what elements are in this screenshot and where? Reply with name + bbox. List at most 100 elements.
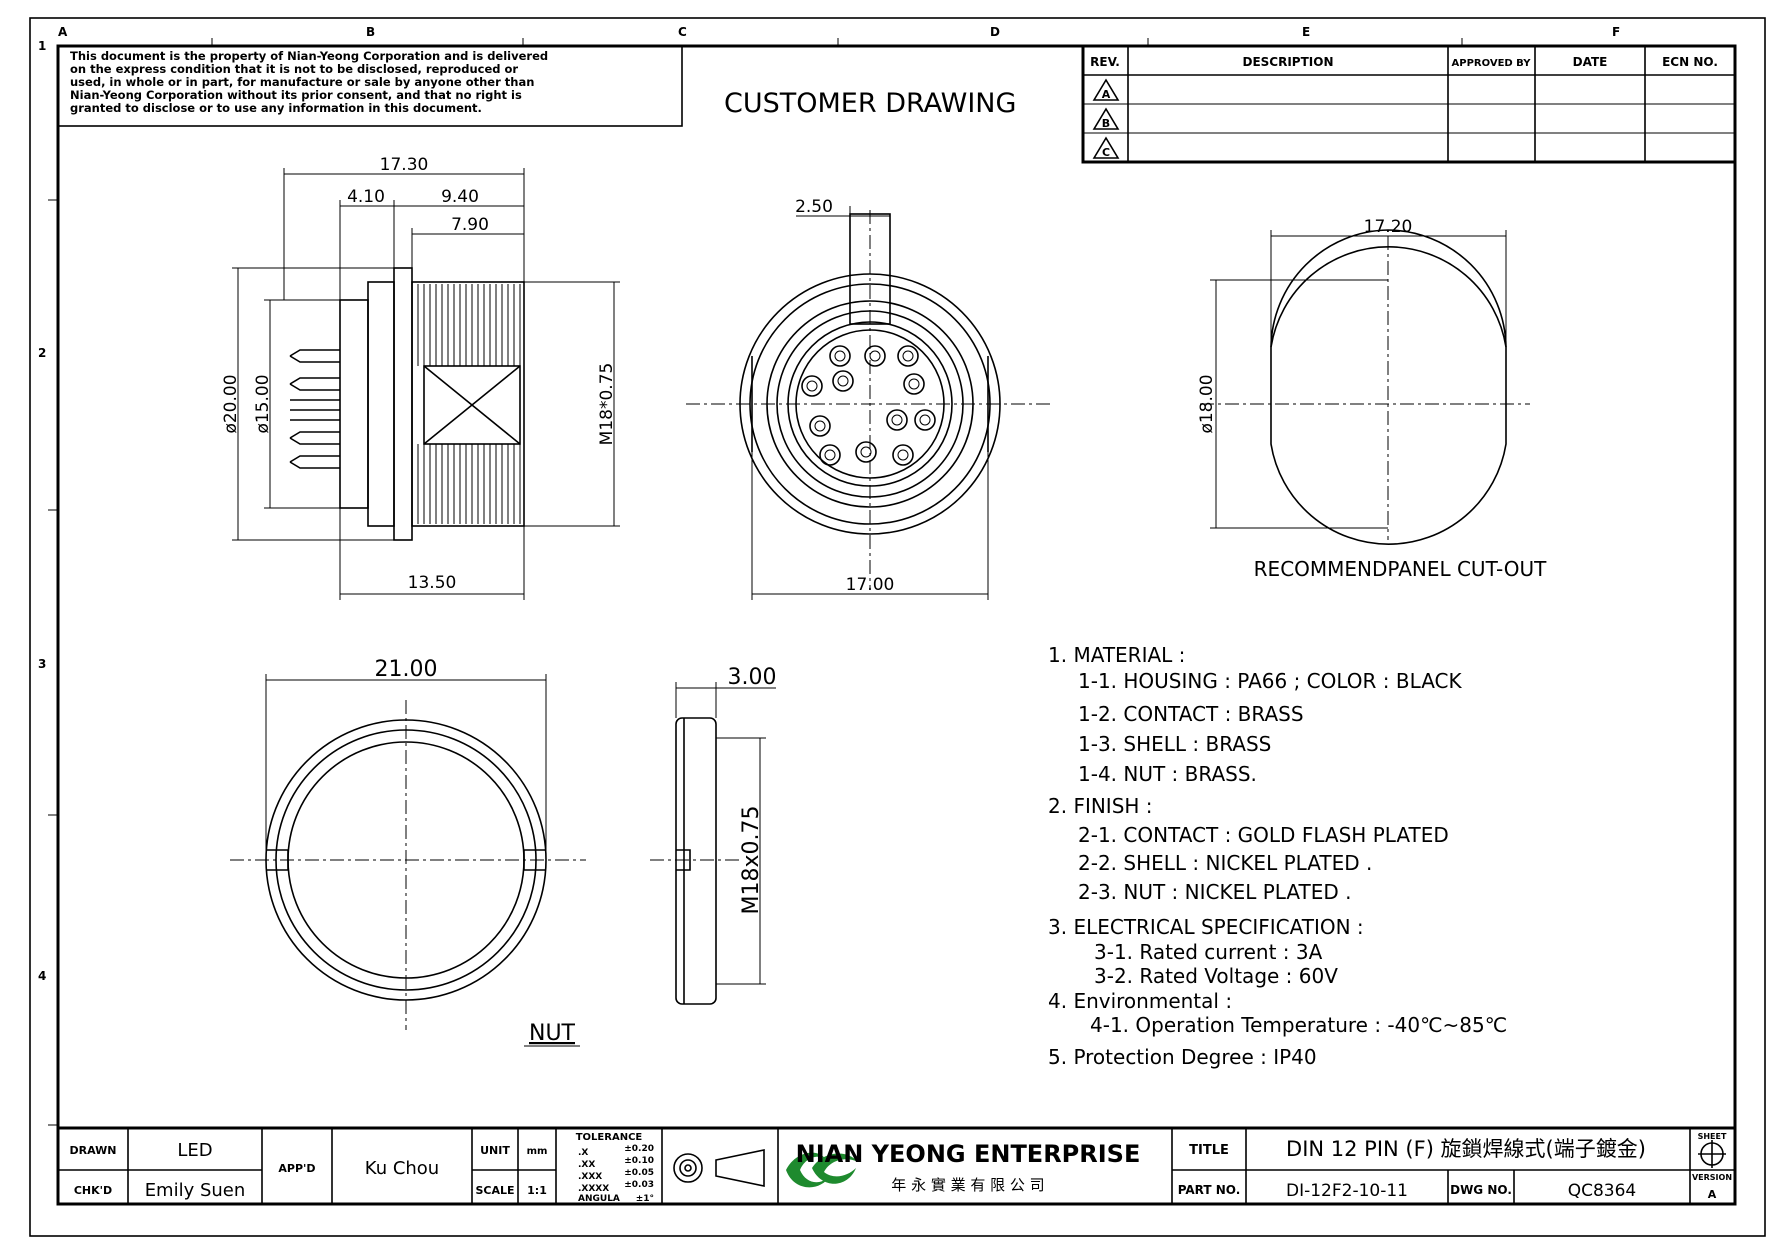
chkd-value: Emily Suen bbox=[145, 1180, 246, 1201]
ecn-header: ECN NO. bbox=[1662, 55, 1718, 69]
col-label-d: D bbox=[990, 25, 1000, 39]
nut-front-view: 21.00 NUT bbox=[230, 657, 586, 1047]
cutout-caption: RECOMMENDPANEL CUT-OUT bbox=[1254, 557, 1547, 581]
note-line: 3-1. Rated current : 3A bbox=[1094, 940, 1323, 964]
date-header: DATE bbox=[1573, 55, 1608, 69]
title-label: TITLE bbox=[1189, 1143, 1229, 1158]
rev-header: REV. bbox=[1090, 55, 1120, 69]
rev-a-label: A bbox=[1102, 88, 1111, 101]
connector-side-view: 17.30 4.10 9.40 7.90 ø20.00 ø15.00 M18*0… bbox=[221, 155, 620, 600]
revision-table: REV. DESCRIPTION APPROVED BY DATE ECN NO… bbox=[1081, 44, 1737, 164]
threaded-shell bbox=[411, 281, 525, 527]
dim-thread-total: 9.40 bbox=[441, 187, 479, 207]
notice-box bbox=[57, 45, 683, 127]
keyway bbox=[849, 213, 891, 325]
dim-diameter-15: ø15.00 bbox=[253, 374, 273, 433]
dim-keyway-width: 2.50 bbox=[795, 197, 833, 217]
version-value: A bbox=[1708, 1188, 1717, 1201]
dim-nut-thickness: 3.00 bbox=[728, 665, 777, 690]
note-line: 4. Environmental : bbox=[1048, 989, 1232, 1013]
mounting-flange bbox=[393, 267, 413, 541]
note-line: 2. FINISH : bbox=[1048, 794, 1153, 818]
tolerance-key: .XX bbox=[578, 1160, 595, 1170]
tolerance-table: .X ±0.20 .XX ±0.10 .XXX ±0.05 .XXXX ±0.0… bbox=[578, 1144, 654, 1204]
sheet-label: SHEET bbox=[1698, 1132, 1727, 1141]
tolerance-key: ANGULA bbox=[578, 1194, 620, 1204]
rear-housing bbox=[339, 299, 369, 509]
confidentiality-notice: This document is the property of Nian-Ye… bbox=[70, 49, 548, 115]
part-no-value: DI-12F2-10-11 bbox=[1286, 1181, 1408, 1201]
tolerance-key: .XXXX bbox=[578, 1184, 609, 1194]
note-line: 3-2. Rated Voltage : 60V bbox=[1094, 964, 1338, 988]
column-markers: A B C D E F bbox=[58, 25, 1620, 46]
part-no-label: PART NO. bbox=[1178, 1183, 1241, 1197]
appd-value: Ku Chou bbox=[365, 1158, 439, 1179]
scale-label: SCALE bbox=[475, 1184, 514, 1197]
unit-value: mm bbox=[527, 1146, 548, 1157]
tolerance-title: TOLERANCE bbox=[576, 1132, 643, 1143]
tolerance-value: ±0.10 bbox=[624, 1156, 654, 1166]
description-header: DESCRIPTION bbox=[1242, 55, 1333, 69]
projection-symbol-icon bbox=[673, 1149, 765, 1187]
note-line: 5. Protection Degree : IP40 bbox=[1048, 1045, 1317, 1069]
connector-front-view: 2.50 17.00 bbox=[686, 197, 1054, 600]
note-line: 1-4. NUT : BRASS. bbox=[1078, 762, 1257, 786]
customer-drawing-heading: CUSTOMER DRAWING bbox=[724, 88, 1016, 119]
drawn-label: DRAWN bbox=[70, 1144, 117, 1157]
outer-frame bbox=[29, 17, 1766, 1237]
row-markers: 1 2 3 4 bbox=[38, 39, 58, 1126]
front-view-dimensions: 2.50 17.00 bbox=[751, 197, 989, 600]
col-label-e: E bbox=[1302, 25, 1310, 39]
dwg-no-label: DWG NO. bbox=[1450, 1183, 1512, 1197]
dwg-no-value: QC8364 bbox=[1568, 1181, 1637, 1201]
tolerance-value: ±0.20 bbox=[624, 1144, 654, 1154]
note-line: 1. MATERIAL : bbox=[1048, 643, 1185, 667]
rev-c-label: C bbox=[1102, 146, 1110, 159]
note-line: 4-1. Operation Temperature : -40℃~85℃ bbox=[1090, 1013, 1507, 1037]
panel-cutout-view: 17.20 ø18.00 RECOMMENDPANEL CUT-OUT bbox=[1197, 217, 1547, 581]
specification-notes: 1. MATERIAL : 1-1. HOUSING : PA66 ; COLO… bbox=[1048, 643, 1507, 1069]
chkd-label: CHK'D bbox=[74, 1184, 112, 1197]
scale-value: 1:1 bbox=[527, 1184, 547, 1197]
note-line: 1-3. SHELL : BRASS bbox=[1078, 732, 1271, 756]
title-value: DIN 12 PIN (F) 旋鎖焊線式(端子鍍金) bbox=[1286, 1137, 1646, 1161]
rev-triangle-c: C bbox=[1092, 136, 1120, 159]
dim-nut-thread: M18x0.75 bbox=[739, 806, 764, 915]
dim-thread-length: 7.90 bbox=[451, 215, 489, 235]
note-line: 1-1. HOUSING : PA66 ; COLOR : BLACK bbox=[1078, 669, 1463, 693]
row-label-3: 3 bbox=[38, 657, 46, 671]
row-label-2: 2 bbox=[38, 346, 46, 360]
note-line: 1-2. CONTACT : BRASS bbox=[1078, 702, 1304, 726]
version-label: VERSION bbox=[1692, 1173, 1732, 1182]
dim-front-diameter: 17.00 bbox=[846, 575, 895, 595]
dim-overall-length: 17.30 bbox=[380, 155, 429, 175]
rev-b-label: B bbox=[1102, 117, 1110, 130]
row-label-4: 4 bbox=[38, 969, 46, 983]
title-block: DRAWN LED CHK'D Emily Suen APP'D Ku Chou… bbox=[56, 1126, 1737, 1206]
tolerance-value: ±0.03 bbox=[624, 1180, 654, 1190]
row-label-1: 1 bbox=[38, 39, 46, 53]
solder-pins bbox=[289, 349, 340, 469]
note-line: 2-3. NUT : NICKEL PLATED . bbox=[1078, 880, 1352, 904]
rear-collar bbox=[367, 281, 395, 527]
tolerance-value: ±1° bbox=[636, 1194, 654, 1204]
dim-cutout-width: 17.20 bbox=[1364, 217, 1413, 237]
company-name: NIAN YEONG ENTERPRISE bbox=[796, 1140, 1141, 1168]
dim-nut-diameter: 21.00 bbox=[375, 657, 438, 682]
tolerance-key: .XXX bbox=[578, 1172, 602, 1182]
col-label-c: C bbox=[678, 25, 687, 39]
dim-body-length: 13.50 bbox=[408, 573, 457, 593]
notice-line: used, in whole or in part, for manufactu… bbox=[70, 75, 534, 89]
notice-line: This document is the property of Nian-Ye… bbox=[70, 49, 548, 63]
rev-triangle-b: B bbox=[1092, 107, 1120, 130]
nut-side-view: 3.00 M18x0.75 bbox=[650, 665, 777, 1005]
sheet-crosshair-icon bbox=[1698, 1140, 1726, 1168]
dim-thread-spec: M18*0.75 bbox=[597, 363, 617, 446]
drawn-value: LED bbox=[177, 1140, 212, 1161]
unit-label: UNIT bbox=[480, 1144, 510, 1157]
contact-holes bbox=[801, 345, 936, 466]
notice-line: Nian-Yeong Corporation without its prior… bbox=[70, 88, 522, 102]
tolerance-value: ±0.05 bbox=[624, 1168, 654, 1178]
company-logo-icon bbox=[786, 1152, 858, 1188]
